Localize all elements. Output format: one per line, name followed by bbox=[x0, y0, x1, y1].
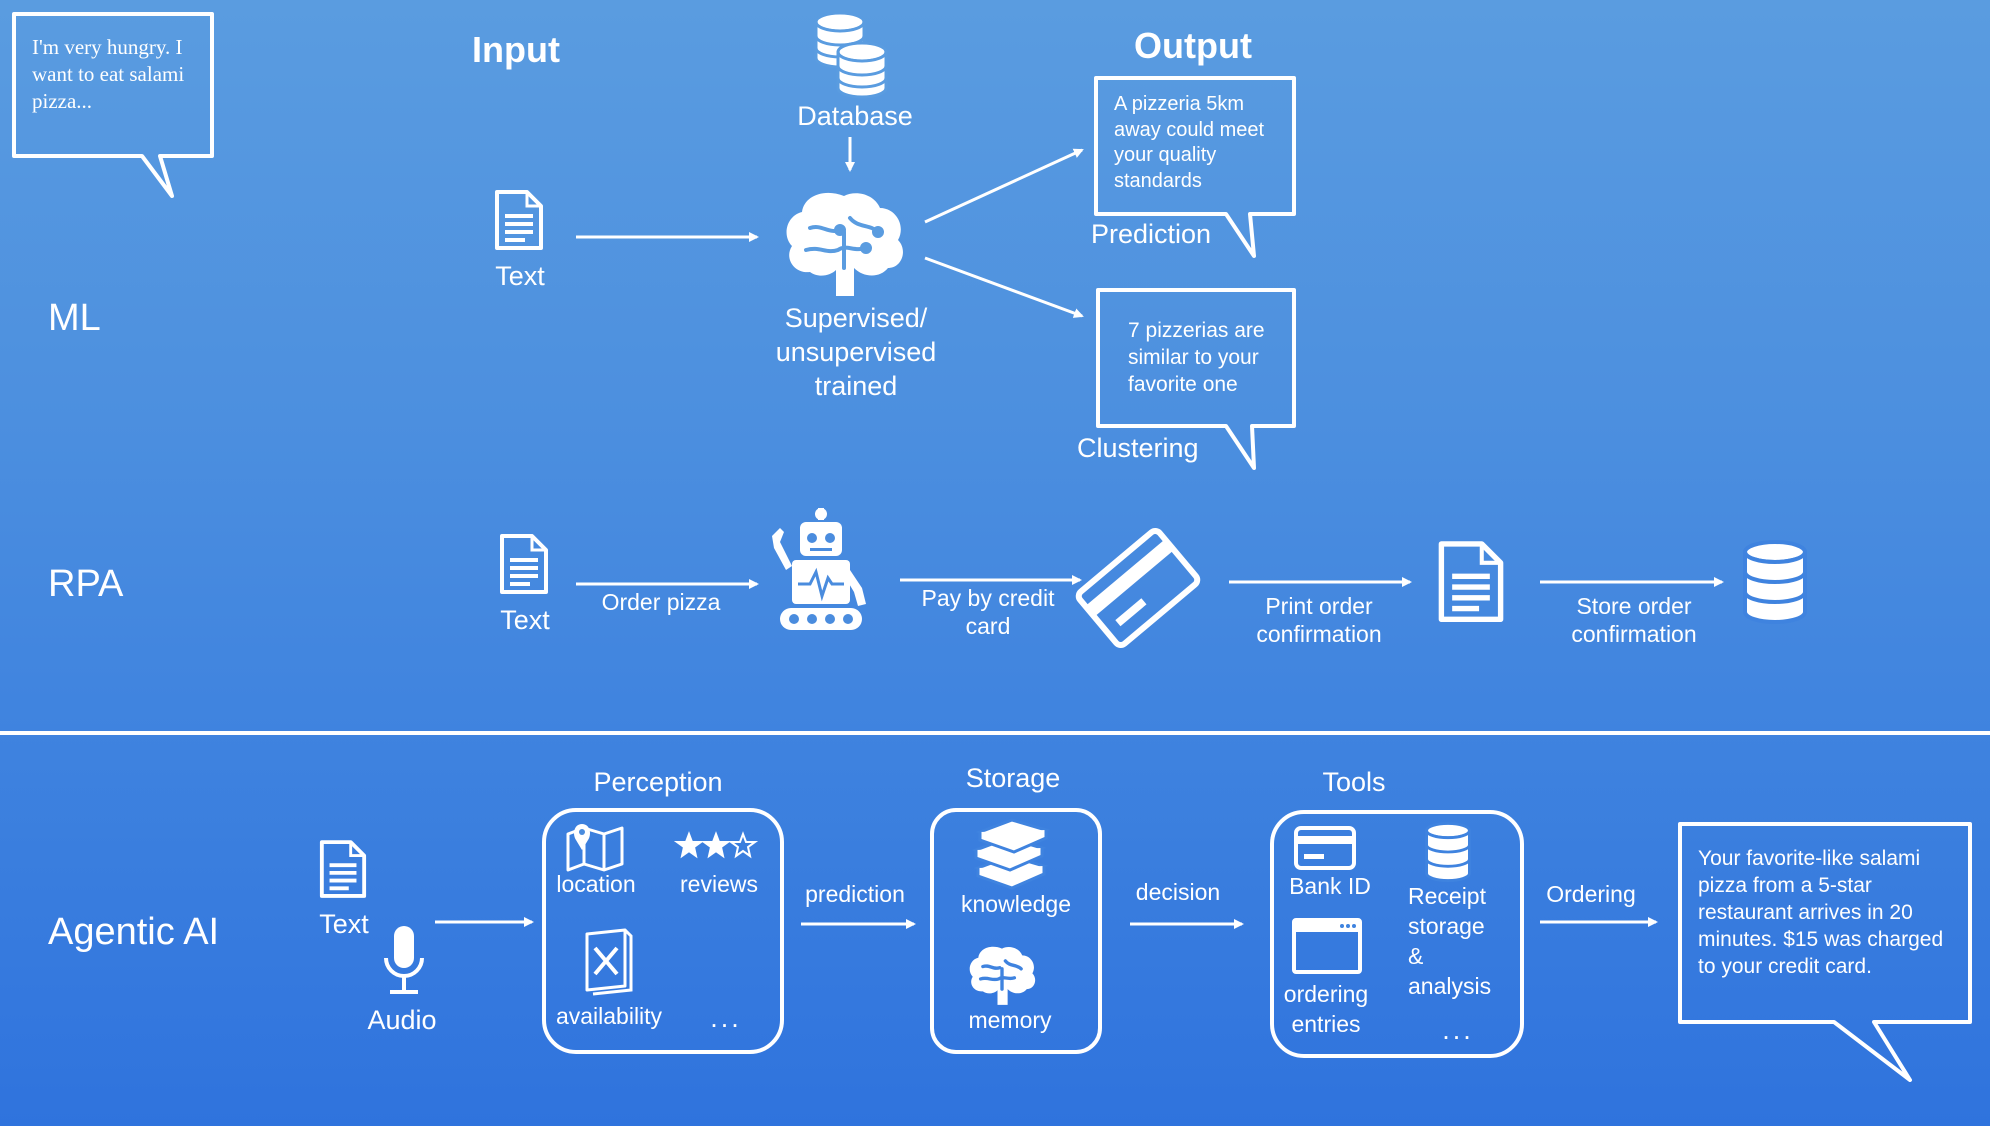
storage-memory: memory bbox=[968, 1007, 1052, 1033]
output-header: Output bbox=[1134, 25, 1252, 66]
clustering-bubble-text: 7 pizzerias are similar to your favorite… bbox=[1128, 319, 1265, 396]
browser-window-icon bbox=[1292, 918, 1362, 974]
robot-icon bbox=[772, 508, 866, 630]
result-bubble-shape bbox=[1678, 822, 1972, 1082]
rpa-step-store-line1: Store order bbox=[1576, 593, 1692, 619]
speech-bubble-shape bbox=[12, 12, 214, 198]
perception-more: ... bbox=[710, 1003, 742, 1033]
star-rating-icon bbox=[673, 831, 759, 859]
rpa-input-label: Text bbox=[500, 605, 550, 635]
speech-bubble-text: I'm very hungry. I want to eat salami pi… bbox=[32, 35, 185, 113]
tools-box bbox=[1270, 810, 1524, 1058]
rpa-step-pay-line2: card bbox=[965, 613, 1011, 639]
tools-more: ... bbox=[1442, 1015, 1474, 1045]
tools-receipt-line2: storage bbox=[1408, 913, 1485, 939]
credit-card-icon bbox=[1075, 527, 1201, 649]
prediction-bubble-text: A pizzeria 5km away could meet your qual… bbox=[1114, 93, 1265, 192]
database-icon bbox=[814, 11, 888, 99]
input-header: Input bbox=[472, 29, 560, 70]
document-icon bbox=[495, 190, 543, 250]
clustering-label: Clustering bbox=[1077, 433, 1199, 463]
perception-reviews: reviews bbox=[680, 871, 758, 897]
arrow-model-to-prediction bbox=[924, 148, 1084, 224]
prediction-label: Prediction bbox=[1091, 219, 1212, 249]
prediction-bubble-shape bbox=[1094, 76, 1296, 258]
storage-knowledge: knowledge bbox=[961, 891, 1071, 917]
model-label-line3: trained bbox=[814, 371, 898, 401]
ordering-arrow-label: Ordering bbox=[1546, 881, 1636, 907]
rpa-step-print-line1: Print order bbox=[1265, 593, 1373, 619]
section-agentic-label: Agentic AI bbox=[48, 911, 220, 953]
document-icon bbox=[1438, 541, 1504, 623]
rpa-step-order-pizza: Order pizza bbox=[601, 589, 721, 615]
perception-location: location bbox=[556, 871, 636, 897]
ml-input-label: Text bbox=[495, 261, 545, 291]
database-icon bbox=[1743, 540, 1807, 624]
perception-title: Perception bbox=[593, 767, 723, 797]
decision-arrow-label: decision bbox=[1135, 879, 1221, 905]
perception-box bbox=[542, 808, 784, 1054]
tools-receipt-line1: Receipt bbox=[1408, 883, 1486, 909]
rpa-step-store-line2: confirmation bbox=[1571, 621, 1697, 647]
brain-memory-icon bbox=[969, 946, 1036, 1005]
clustering-bubble-shape bbox=[1096, 288, 1296, 470]
result-bubble-text: Your favorite-like salami pizza from a 5… bbox=[1698, 847, 1944, 978]
tools-bank-id: Bank ID bbox=[1289, 873, 1371, 899]
arrow-model-to-clustering bbox=[924, 256, 1084, 318]
rpa-step-print-line2: confirmation bbox=[1256, 621, 1382, 647]
menu-availability-icon bbox=[585, 928, 633, 996]
section-rpa-label: RPA bbox=[48, 563, 124, 605]
database-label: Database bbox=[797, 101, 913, 131]
books-knowledge-icon bbox=[971, 818, 1051, 890]
tools-title: Tools bbox=[1322, 767, 1386, 797]
storage-box bbox=[930, 808, 1102, 1054]
agentic-audio-label: Audio bbox=[367, 1005, 437, 1035]
rpa-step-pay-line1: Pay by credit bbox=[921, 585, 1055, 611]
map-location-icon bbox=[566, 824, 624, 872]
database-receipt-icon bbox=[1425, 822, 1471, 882]
tools-receipt-line3: & bbox=[1408, 943, 1424, 969]
tools-receipt-line4: analysis bbox=[1408, 973, 1492, 999]
section-ml-label: ML bbox=[48, 297, 101, 339]
storage-title: Storage bbox=[965, 763, 1061, 793]
model-label-line2: unsupervised bbox=[775, 337, 937, 367]
prediction-arrow-label: prediction bbox=[805, 881, 905, 907]
bank-card-icon bbox=[1294, 826, 1356, 870]
agentic-text-label: Text bbox=[319, 909, 369, 939]
tools-ordering-line1: ordering bbox=[1283, 981, 1369, 1007]
document-icon bbox=[319, 840, 367, 898]
microphone-icon bbox=[384, 926, 424, 994]
document-icon bbox=[500, 534, 548, 594]
model-label-line1: Supervised/ bbox=[784, 303, 928, 333]
perception-availability: availability bbox=[555, 1003, 663, 1029]
tools-ordering-line2: entries bbox=[1291, 1011, 1361, 1037]
brain-icon bbox=[786, 192, 903, 296]
